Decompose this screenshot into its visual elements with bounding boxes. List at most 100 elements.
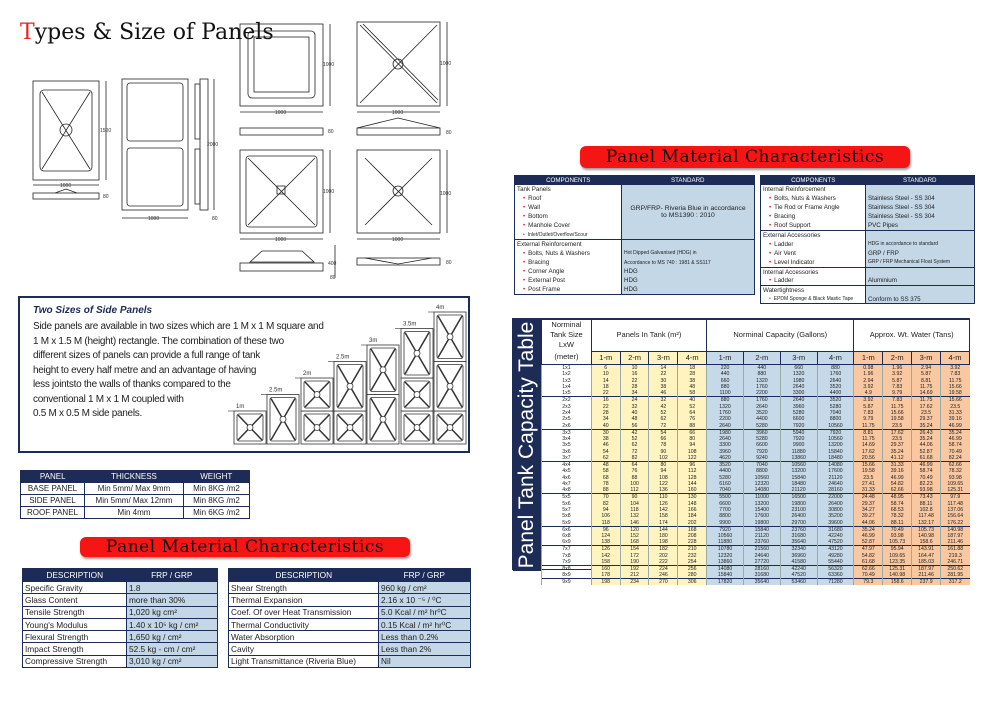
panels-cell: 234 [619,578,649,586]
panels-cell: 62 [590,454,621,462]
component-label: Tie Rod or Frame Angle [774,203,840,211]
tons-cell: 27.41 [853,480,883,488]
panels-cell: 62 [648,416,678,423]
panels-cell: 96 [590,525,621,533]
tons-cell: 46.99 [940,422,970,430]
value-cell: 3,010 kg / cm² [126,654,218,669]
tons-cell: 105.73 [911,525,941,533]
table-row: •Inlet/Outlet/Overflow/Scour [515,230,755,239]
panels-cell: 80 [677,435,707,443]
gallons-cell: 6600 [742,442,781,449]
tons-cell: 82.24 [940,454,970,462]
gallons-cell: 3520 [706,461,744,469]
height-header: 4-m [677,350,708,366]
panels-cell: 144 [648,525,678,533]
panels-cell: 202 [648,552,678,559]
tons-cell: 23.5 [911,409,941,417]
tons-cell: 132.17 [911,519,941,527]
gallons-cell: 2200 [706,416,744,423]
panels-cell: 270 [648,578,678,586]
tons-cell: 19.58 [853,468,883,475]
tons-cell: 0.98 [853,364,883,372]
svg-text:80: 80 [103,194,109,200]
gallons-cell: 7920 [742,448,781,455]
gallons-cell: 3520 [742,409,781,417]
gallons-cell: 31680 [779,532,818,540]
panels-cell: 64 [677,409,707,417]
tank-size: 2x3 [541,403,592,410]
panels-cell: 212 [619,572,649,579]
description-line: height to every half metre and an advant… [33,364,257,376]
value-cell: 1,650 kg / cm² [126,630,218,644]
value-cell: 0.15 Kcal / m² hr⁰C [378,617,471,632]
tank-size: 3x4 [541,435,592,443]
tons-cell: 5.87 [911,371,941,378]
tons-cell: 14.69 [911,390,941,397]
panels-cell: 224 [648,564,678,573]
cross-panel-drawing: 1000 1000 80 [356,21,452,136]
tons-cell: 61.68 [911,454,941,462]
tank-size: 5x5 [541,493,592,501]
gallons-cell: 220 [706,364,744,372]
bullet-icon: • [523,249,526,257]
gallons-cell: 26400 [816,500,854,507]
panels-cell: 88 [677,422,707,430]
height-header: 4-m [940,350,970,366]
tons-cell: 7.83 [882,396,912,404]
panels-cell: 90 [619,493,649,501]
tons-cell: 70.49 [911,474,941,481]
tons-cell: 46.99 [853,532,883,540]
gallons-cell: 3960 [779,403,818,410]
gallons-cell: 30800 [816,506,854,514]
group-row: External Reinforcement [514,239,755,249]
tons-cell: 7.83 [882,383,912,391]
component-item: •Inlet/Outlet/Overflow/Scour [515,230,622,239]
panels-cell: 48 [619,416,649,423]
gallons-cell: 10780 [706,545,744,553]
tons-cell: 61.68 [853,558,883,566]
component-label: Level Indicator [774,258,815,266]
gallons-cell: 2640 [779,396,818,404]
table-row: •Bottom [515,212,755,221]
panels-cell: 122 [648,480,678,488]
value-cell: 1,020 kg cm² [126,605,218,619]
panels-cell: 70 [590,493,621,501]
side-panel-module [233,410,267,445]
bullet-icon: • [769,277,772,285]
component-item: •Roof [515,194,622,203]
tons-cell: 7.83 [940,371,970,378]
tons-cell: 2.94 [911,364,941,372]
tons-cell: 140.98 [940,525,970,533]
tons-cell: 35.24 [882,448,912,455]
gallons-cell: 53460 [779,578,818,586]
gallons-cell: 1760 [816,371,854,378]
bullet-icon: • [523,277,526,285]
tons-cell: 158.6 [882,578,912,586]
tons-cell: 52.87 [911,448,941,455]
pyramid-panel-drawing: 1000 1000 400 80 [239,149,337,281]
tank-size: 1x4 [541,383,592,391]
gallons-cell: 8800 [706,513,744,520]
tons-cell: 93.98 [911,487,941,494]
tons-cell: 46.99 [882,474,912,481]
standard-cell [865,229,975,240]
panels-cell: 88 [590,487,621,494]
tons-cell: 47.97 [853,545,883,553]
gallons-cell: 880 [816,364,854,372]
panels-cell: 38 [677,377,707,384]
gallons-cell: 36960 [779,552,818,559]
gallons-cell: 1320 [779,371,818,378]
tons-cell: 79.3 [853,578,883,586]
tons-cell: 102.8 [911,506,941,514]
